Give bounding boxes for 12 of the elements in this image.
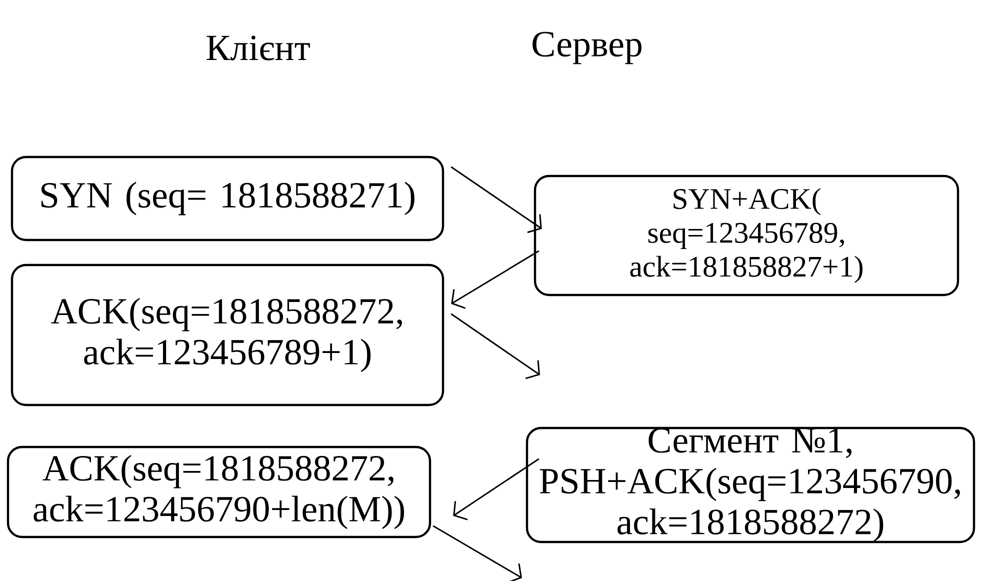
message-box: SYN+ACK( seq=123456789, ack=181858827+1) <box>534 174 960 296</box>
column-heading: Клієнт <box>206 36 310 60</box>
arrow <box>450 313 540 380</box>
message-box: ACK(seq=1818588272, ack=123456790+len(M)) <box>6 446 432 538</box>
arrow <box>432 525 522 581</box>
column-heading: Сервер <box>532 32 642 64</box>
arrow <box>451 250 540 309</box>
message-box: SYN (seq= 1818588271) <box>10 156 444 242</box>
message-box: Сегмент №1, PSH+ACK(seq=123456790, ack=1818588272) <box>526 426 976 544</box>
message-box: ACK(seq=1818588272, ack=123456789+1) <box>10 264 444 406</box>
arrow <box>450 166 542 234</box>
arrow <box>453 458 540 520</box>
